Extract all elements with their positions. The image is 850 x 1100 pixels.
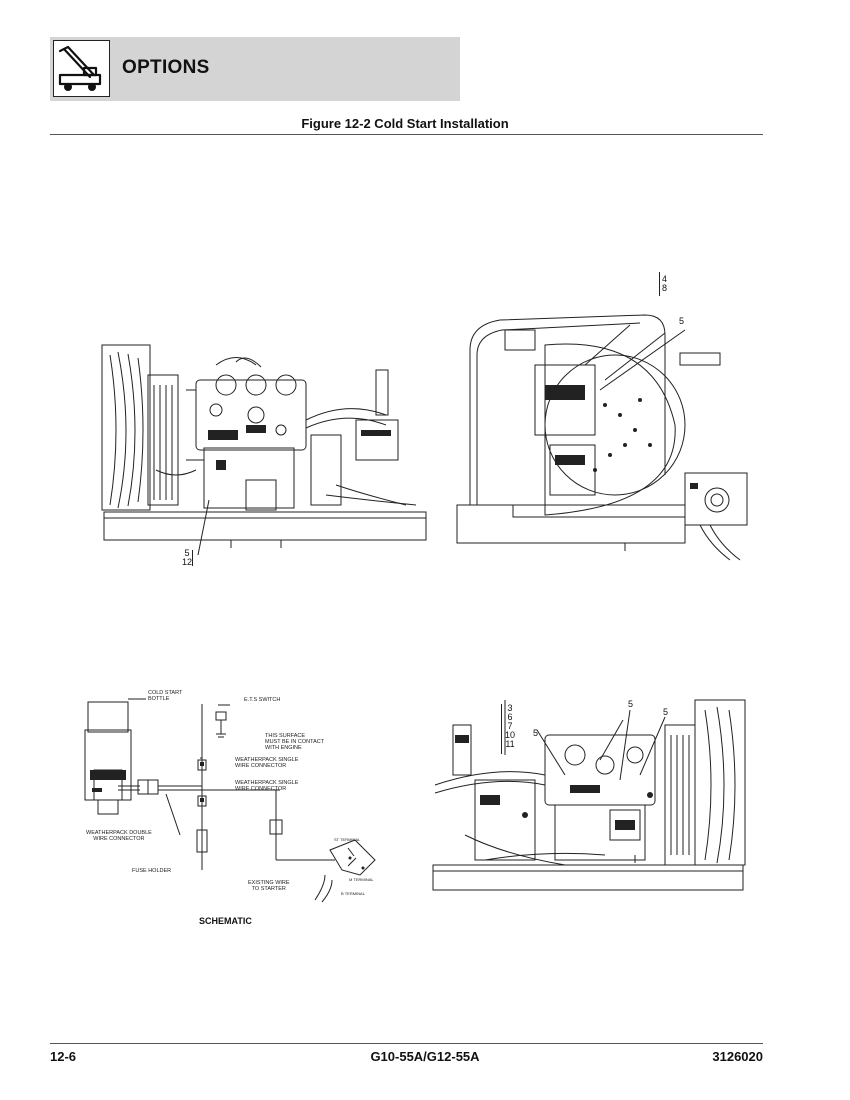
boom-lift-icon (53, 40, 110, 97)
callout-bottom-right-stack: 3 6 7 10 11 (505, 704, 515, 749)
label-line: WEATHERPACK SINGLE (235, 757, 299, 763)
footer-rule (50, 1043, 763, 1044)
document-number: 3126020 (712, 1049, 763, 1064)
label-line: MUST BE IN CONTACT (265, 739, 325, 745)
callout-label: 10 (505, 730, 516, 740)
label-m-terminal: M TERMINAL (349, 877, 374, 882)
engine-side-view-right (425, 695, 755, 920)
schematic-title: SCHEMATIC (199, 916, 252, 926)
callout-bottom-right-a: 5 (533, 728, 539, 738)
label-weatherpack-double: WEATHERPACK DOUBLE WIRE CONNECTOR (86, 830, 152, 842)
callout-bottom-right-b: 5 (628, 699, 634, 709)
label-st-terminal: ST TERMINAL (334, 837, 361, 842)
callout-label: 4 (662, 274, 668, 284)
callout-label: 5 (184, 548, 190, 558)
page-number: 12-6 (50, 1049, 77, 1064)
callout-top-left: 5 12 (182, 549, 192, 567)
label-line: WEATHERPACK SINGLE (235, 780, 299, 786)
section-title: OPTIONS (122, 57, 210, 78)
label-line: BOTTLE (148, 696, 170, 702)
label-existing-wire: EXISTING WIRE TO STARTER (248, 880, 290, 892)
callout-bar (659, 272, 660, 296)
callout-label: 6 (507, 712, 513, 722)
callout-bar (192, 550, 193, 566)
callout-bottom-right-c: 5 (663, 707, 669, 717)
label-line: TO STARTER (251, 886, 286, 892)
callout-bar (501, 704, 502, 754)
label-line: WEATHERPACK DOUBLE (86, 830, 152, 836)
engine-side-view-left (96, 340, 436, 566)
label-weatherpack-single-1: WEATHERPACK SINGLE WIRE CONNECTOR (235, 757, 298, 769)
label-line: WIRE CONNECTOR (235, 786, 287, 792)
callout-label: 8 (662, 283, 668, 293)
label-weatherpack-single-2: WEATHERPACK SINGLE WIRE CONNECTOR (235, 780, 298, 792)
header-rule (50, 134, 763, 135)
callout-label: 3 (507, 703, 513, 713)
label-line: WIRE CONNECTOR (235, 763, 287, 769)
callout-top-right-b: 5 (679, 316, 685, 326)
engine-rear-view (455, 305, 755, 575)
label-surface-note: THIS SURFACE MUST BE IN CONTACT WITH ENG… (265, 733, 324, 751)
header-band (50, 37, 460, 101)
label-b-terminal: B TERMINAL (341, 891, 365, 896)
callout-label: 11 (505, 739, 515, 749)
label-fuse-holder: FUSE HOLDER (132, 868, 172, 874)
wiring-schematic (80, 690, 410, 915)
label-cold-start-bottle: COLD START BOTTLE (148, 690, 182, 702)
model-number: G10-55A/G12-55A (370, 1049, 480, 1064)
callout-label: 12 (182, 557, 193, 567)
callout-label: 7 (507, 721, 513, 731)
label-line: EXISTING WIRE (248, 880, 290, 886)
callout-top-right-a: 4 8 (662, 275, 667, 293)
label-line: THIS SURFACE (265, 733, 306, 739)
label-ets-switch: E.T.S SWITCH (244, 697, 281, 703)
figure-title: Figure 12-2 Cold Start Installation (301, 116, 509, 131)
label-line: COLD START (148, 690, 183, 696)
label-line: WIRE CONNECTOR (93, 836, 145, 842)
label-line: WITH ENGINE (265, 745, 302, 751)
